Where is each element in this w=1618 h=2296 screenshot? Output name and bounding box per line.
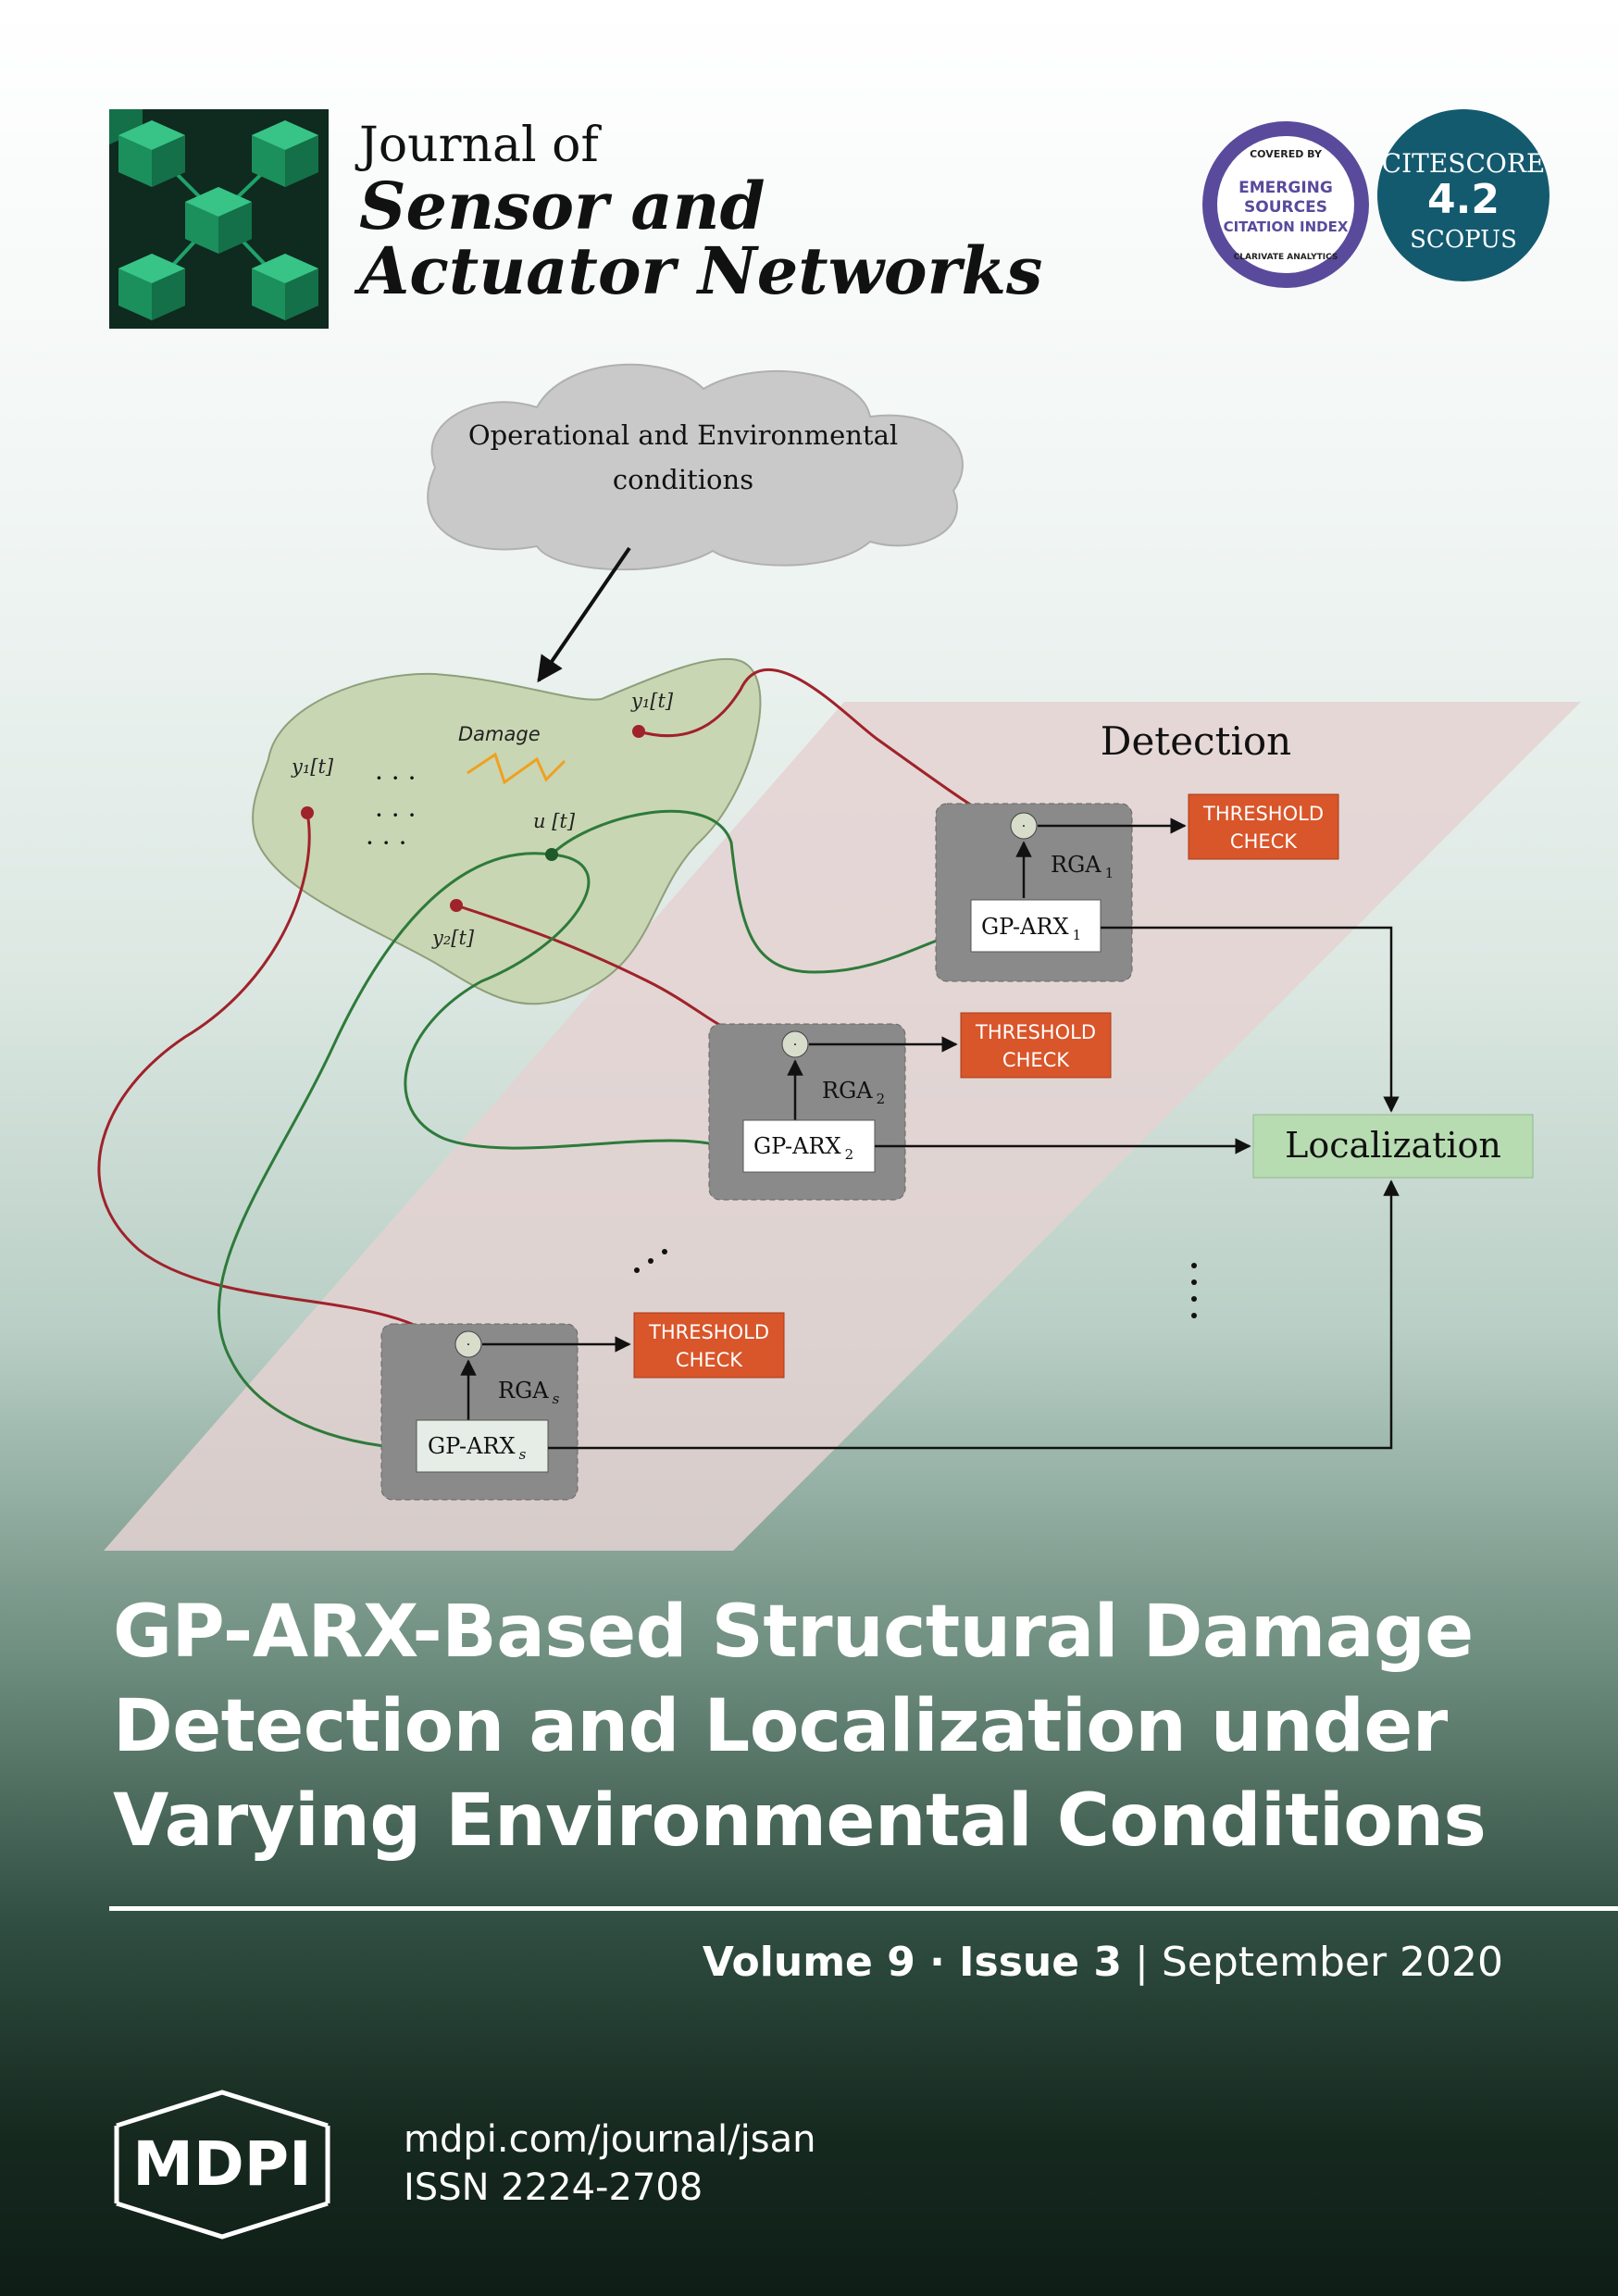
- citescore-value: 4.2: [1427, 176, 1500, 223]
- gparx-box-s: [416, 1419, 549, 1473]
- volume-label: Volume 9: [702, 1939, 915, 1986]
- journal-title-line1: Journal of: [359, 118, 599, 173]
- journal-title-line3: Actuator Networks: [359, 231, 1043, 309]
- sum-node-s-dot: ·: [467, 1338, 470, 1353]
- damage-label: Damage: [458, 723, 541, 745]
- y1-left-label: y₁[t]: [291, 755, 334, 778]
- article-title: GP-ARX-Based Structural Damage Detection…: [113, 1585, 1557, 1868]
- gparx-box-1: [970, 899, 1101, 953]
- sum-node-2: [781, 1030, 809, 1058]
- rga2-sub: 2: [877, 1091, 886, 1107]
- sensor-dots-1: · · ·: [375, 763, 417, 793]
- citescore-source: SCOPUS: [1410, 226, 1517, 254]
- mdpi-logo: MDPI: [107, 2089, 339, 2240]
- esci-badge: COVERED BY EMERGING SOURCES CITATION IND…: [1200, 119, 1372, 291]
- u-line-to-arxs: [217, 852, 553, 1458]
- mdpi-wordmark: MDPI: [132, 2128, 311, 2200]
- conditions-arrow: [537, 546, 631, 683]
- sum-node-2-dot: ·: [793, 1038, 797, 1053]
- gparxs-label: GP-ARX: [428, 1433, 516, 1459]
- title-divider: [109, 1906, 1618, 1911]
- gparx-box-2: [742, 1119, 876, 1173]
- threshold-check-2: [960, 1012, 1112, 1079]
- esci-line3: CITATION INDEX: [1224, 218, 1349, 235]
- sensor-dots-3: · · ·: [366, 828, 407, 858]
- rga1-label: RGA: [1051, 852, 1101, 878]
- journal-url[interactable]: mdpi.com/journal/jsan: [404, 2118, 816, 2161]
- threshold-check-1: [1188, 793, 1339, 860]
- damage-squiggle: [467, 752, 566, 785]
- cover-diagram: Operational and Environmental conditions…: [97, 363, 1581, 1551]
- article-title-line1: GP-ARX-Based Structural Damage: [113, 1591, 1474, 1674]
- rga2-label: RGA: [822, 1078, 873, 1104]
- cloud-text-line1: Operational and Environmental: [468, 419, 898, 451]
- y1-top-label: y₁[t]: [630, 690, 674, 712]
- esci-line1: EMERGING: [1238, 179, 1333, 197]
- rgas-sub: s: [553, 1391, 560, 1407]
- arxs-to-localization: [548, 1179, 1400, 1450]
- gparx2-label: GP-ARX: [753, 1133, 841, 1159]
- sum-node-s: [454, 1330, 482, 1358]
- issn: ISSN 2224-2708: [404, 2166, 703, 2209]
- esci-line2: SOURCES: [1244, 198, 1327, 217]
- detector-block-2: [708, 1023, 906, 1201]
- u-line-to-arx1: [550, 809, 970, 974]
- sensor-y2: [450, 899, 463, 912]
- threshold-check-s: [633, 1312, 785, 1379]
- threshold-s-line2: CHECK: [676, 1349, 743, 1371]
- article-title-line2: Detection and Localization under: [113, 1685, 1448, 1768]
- gparx1-sub: 1: [1073, 927, 1082, 943]
- u-line-to-arx2: [404, 853, 738, 1154]
- journal-logo: [76, 78, 329, 329]
- journal-title-line2: Sensor and: [359, 167, 765, 244]
- threshold-2-line1: THRESHOLD: [975, 1021, 1096, 1043]
- u-label: u [t]: [533, 810, 576, 832]
- threshold-1-line1: THRESHOLD: [1202, 803, 1324, 825]
- sum-node-1-dot: ·: [1022, 819, 1026, 834]
- esci-top-text: COVERED BY: [1250, 148, 1323, 160]
- sum-node-1: [1010, 812, 1038, 840]
- article-title-line3: Varying Environmental Conditions: [113, 1779, 1487, 1863]
- block-ellipsis: [634, 1249, 1197, 1318]
- journal-title: Journal of Sensor and Actuator Networks: [359, 118, 1043, 309]
- citescore-label: CITESCORE: [1381, 148, 1546, 179]
- sensor-y1-left: [301, 806, 314, 819]
- citescore-badge: CITESCORE 4.2 SCOPUS: [1377, 109, 1550, 281]
- rga1-sub: 1: [1105, 865, 1114, 881]
- rgas-label: RGA: [498, 1378, 549, 1404]
- arx1-to-localization: [1101, 926, 1400, 1113]
- issue-separator: ·: [915, 1939, 960, 1986]
- structure-region: [252, 657, 762, 1005]
- issue-line: Volume 9 · Issue 3 | September 2020: [703, 1939, 1503, 1986]
- gparxs-sub: s: [519, 1446, 527, 1463]
- conditions-cloud: [427, 363, 964, 571]
- input-u: [545, 848, 558, 861]
- sensor-dots-2: · · ·: [375, 800, 417, 830]
- cube-network-icon: [76, 78, 318, 320]
- esci-bottom-text: CLARIVATE ANALYTICS: [1234, 253, 1338, 262]
- localization-box: [1252, 1114, 1534, 1179]
- gparx1-label: GP-ARX: [981, 914, 1069, 940]
- issue-date: September 2020: [1161, 1939, 1503, 1986]
- detection-label: Detection: [1101, 718, 1291, 764]
- gparx2-sub: 2: [845, 1146, 854, 1163]
- localization-label: Localization: [1285, 1125, 1501, 1166]
- threshold-s-line1: THRESHOLD: [648, 1321, 769, 1343]
- sensor-y1-top: [632, 725, 645, 738]
- cloud-text-line2: conditions: [613, 464, 753, 495]
- threshold-1-line2: CHECK: [1230, 830, 1298, 853]
- y2-label: y₂[t]: [431, 927, 475, 949]
- y1-signal-line: [638, 668, 1015, 831]
- issue-label: Issue 3: [959, 1939, 1123, 1986]
- threshold-2-line2: CHECK: [1002, 1049, 1070, 1071]
- issue-bar: |: [1122, 1939, 1162, 1986]
- y1-left-signal-line: [97, 812, 451, 1349]
